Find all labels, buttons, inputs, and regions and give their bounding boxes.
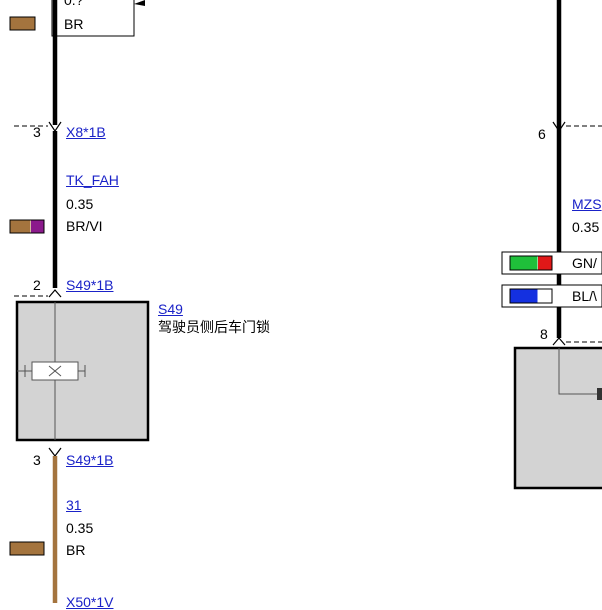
swatch-part-red (538, 256, 552, 270)
connector-s49-in-pin-symbol (48, 289, 62, 298)
connector-x8-pin-number: 3 (33, 124, 41, 140)
component-s49-description: 驾驶员侧后车门锁 (158, 319, 270, 335)
swatch-part-blue (510, 289, 538, 303)
wire-mzs-color-code-1: GN/ (572, 255, 597, 271)
swatch-part-brown (10, 220, 31, 233)
connector-s49-out-pin-number: 3 (33, 452, 41, 468)
top-wire-color-code: BR (64, 16, 84, 32)
wire-tk-fah-link[interactable]: TK_FAH (66, 172, 119, 188)
component-s49-link[interactable]: S49 (158, 301, 183, 317)
swatch-part-green (510, 256, 538, 270)
swatch-part-violet (31, 220, 44, 233)
wire-tk-fah-size: 0.35 (66, 196, 94, 212)
bottom-connector-cut-link[interactable]: X50*1V (66, 594, 114, 610)
wire-31-color-code: BR (66, 542, 86, 558)
wire-31-size: 0.35 (66, 520, 94, 536)
actuator-cross-b (48, 365, 62, 377)
wire-label-box (51, 0, 135, 37)
connector-pin8-symbol (552, 337, 566, 346)
wire-mzs-link[interactable]: MZS (572, 196, 602, 212)
connector-s49-in-pin-number: 2 (33, 277, 41, 293)
wire-color-swatch-brown (9, 16, 36, 31)
component-right-inner-line (558, 348, 602, 395)
top-cut-text: 0.? (64, 0, 84, 8)
label-pointer (134, 0, 145, 6)
wire-31-link[interactable]: 31 (66, 497, 82, 513)
connector-s49-out-link[interactable]: S49*1B (66, 452, 114, 468)
connector-s49-out-pin-symbol (48, 447, 62, 457)
wire-tk-fah-color-code: BR/VI (66, 218, 103, 234)
connector-x8-link[interactable]: X8*1B (66, 124, 106, 140)
component-right-terminal (597, 388, 602, 400)
wire-color-swatch-brown-bottom (9, 541, 45, 556)
wire-mzs-size: 0.35 (572, 219, 600, 235)
connector-s49-in-link[interactable]: S49*1B (66, 277, 114, 293)
connector-pin6-number: 6 (538, 126, 546, 142)
wire-mzs-color-code-2: BL/\ (572, 288, 597, 304)
connector-pin8-number: 8 (540, 326, 548, 342)
